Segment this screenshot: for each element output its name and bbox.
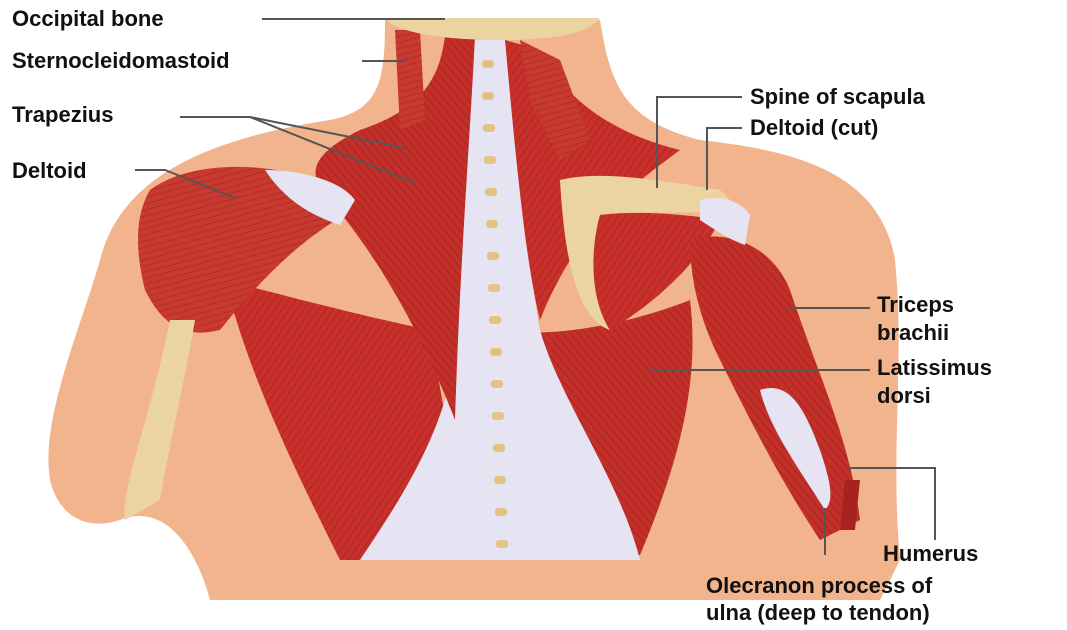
label-deltoid: Deltoid — [12, 158, 87, 183]
label-latissimus-dorsi-line2: dorsi — [877, 383, 931, 408]
label-humerus: Humerus — [883, 541, 978, 566]
label-latissimus-dorsi-line1: Latissimus — [877, 355, 992, 380]
label-trapezius: Trapezius — [12, 102, 113, 127]
label-sternocleidomastoid: Sternocleidomastoid — [12, 48, 230, 73]
label-occipital-bone: Occipital bone — [12, 6, 164, 31]
label-olecranon-line1: Olecranon process of — [706, 573, 932, 598]
label-triceps-brachii-line1: Triceps — [877, 292, 954, 317]
label-triceps-brachii-line2: brachii — [877, 320, 949, 345]
label-deltoid-cut: Deltoid (cut) — [750, 115, 878, 140]
label-spine-of-scapula: Spine of scapula — [750, 84, 925, 109]
label-olecranon-line2: ulna (deep to tendon) — [706, 600, 930, 625]
